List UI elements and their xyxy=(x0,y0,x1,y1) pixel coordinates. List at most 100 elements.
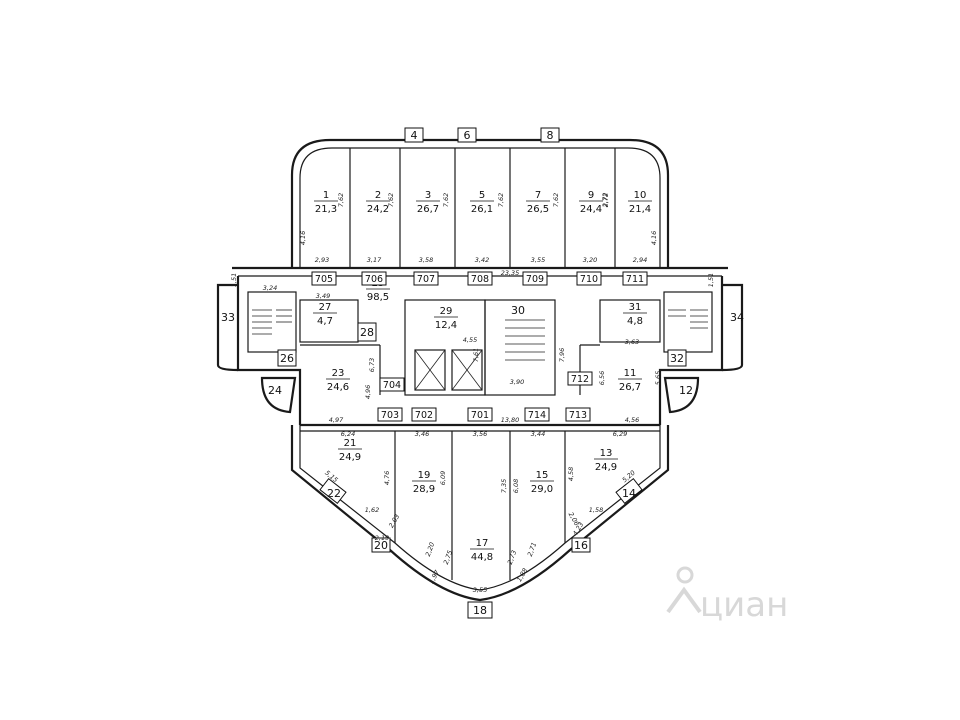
svg-text:3,20: 3,20 xyxy=(583,256,597,264)
svg-text:711: 711 xyxy=(626,274,644,285)
svg-text:3,55: 3,55 xyxy=(531,256,545,264)
svg-text:708: 708 xyxy=(471,274,489,285)
label-4: 4 xyxy=(411,129,418,142)
svg-text:704: 704 xyxy=(383,380,401,391)
svg-text:2,73: 2,73 xyxy=(506,549,518,565)
room-number: 7 xyxy=(535,190,541,201)
stairs xyxy=(252,309,708,361)
svg-text:701: 701 xyxy=(471,410,489,421)
svg-text:6,56: 6,56 xyxy=(598,371,606,385)
svg-text:4,97: 4,97 xyxy=(329,416,344,424)
room-area: 28,9 xyxy=(413,484,435,495)
svg-text:702: 702 xyxy=(415,410,433,421)
label-24: 24 xyxy=(268,384,282,397)
svg-text:4,76: 4,76 xyxy=(383,471,391,485)
door-714: 714 xyxy=(524,407,550,422)
door-709: 709 xyxy=(522,271,548,286)
svg-text:13,80: 13,80 xyxy=(501,416,520,424)
svg-text:7,96: 7,96 xyxy=(558,348,566,362)
svg-text:1,51: 1,51 xyxy=(707,273,715,287)
room-number: 31 xyxy=(629,302,642,313)
other-labels: 4 6 8 33 34 26 28 30 32 24 12 22 14 20 1… xyxy=(221,127,744,619)
watermark-text: циан xyxy=(700,585,788,625)
label-16: 16 xyxy=(574,539,588,552)
svg-text:4,55: 4,55 xyxy=(463,336,477,344)
label-34: 34 xyxy=(730,311,744,324)
svg-text:2,03: 2,03 xyxy=(387,513,401,530)
label-12: 12 xyxy=(679,384,693,397)
svg-text:4,96: 4,96 xyxy=(364,385,372,399)
svg-text:714: 714 xyxy=(528,410,546,421)
room-area: 26,5 xyxy=(527,204,549,215)
svg-text:3,42: 3,42 xyxy=(475,256,489,264)
svg-text:7,35: 7,35 xyxy=(500,479,508,493)
room-area: 4,7 xyxy=(317,316,333,327)
side-bays xyxy=(216,283,744,414)
room-number: 27 xyxy=(319,302,332,313)
svg-text:3,44: 3,44 xyxy=(531,430,545,438)
room-area: 44,8 xyxy=(471,552,493,563)
svg-text:4,16: 4,16 xyxy=(299,231,307,245)
room-area: 24,6 xyxy=(327,382,349,393)
svg-text:7,62: 7,62 xyxy=(337,193,345,207)
room-number: 19 xyxy=(418,470,431,481)
svg-text:706: 706 xyxy=(365,274,383,285)
room-area: 98,5 xyxy=(367,292,389,303)
room-number: 3 xyxy=(425,190,431,201)
svg-text:713: 713 xyxy=(569,410,587,421)
svg-text:703: 703 xyxy=(381,410,399,421)
label-18: 18 xyxy=(473,604,487,617)
door-712: 712 xyxy=(567,371,593,386)
door-701: 701 xyxy=(467,407,493,422)
svg-text:3,58: 3,58 xyxy=(419,256,433,264)
label-20: 20 xyxy=(374,539,388,552)
svg-text:5,65: 5,65 xyxy=(654,371,662,385)
label-33: 33 xyxy=(221,311,235,324)
room-number: 23 xyxy=(332,368,345,379)
door-708: 708 xyxy=(467,271,493,286)
room-area: 4,8 xyxy=(627,316,643,327)
room-number: 2 xyxy=(375,190,381,201)
svg-text:3,63: 3,63 xyxy=(625,338,639,346)
svg-text:1,51: 1,51 xyxy=(230,273,238,287)
room-area: 24,9 xyxy=(339,452,361,463)
svg-text:3,90: 3,90 xyxy=(510,378,524,386)
svg-text:1,88: 1,88 xyxy=(515,567,529,584)
room-number: 10 xyxy=(634,190,647,201)
svg-text:6,29: 6,29 xyxy=(613,430,627,438)
svg-text:6,73: 6,73 xyxy=(368,358,376,372)
room-number: 21 xyxy=(344,438,357,449)
svg-text:4,58: 4,58 xyxy=(567,467,575,481)
svg-text:1,62: 1,62 xyxy=(365,506,379,514)
svg-text:7,62: 7,62 xyxy=(387,193,395,207)
svg-text:4,16: 4,16 xyxy=(650,231,658,245)
svg-text:3,55: 3,55 xyxy=(473,586,487,594)
svg-text:709: 709 xyxy=(526,274,544,285)
room-number: 29 xyxy=(440,306,453,317)
room-area: 26,1 xyxy=(471,204,493,215)
label-32: 32 xyxy=(670,352,684,365)
room-area: 26,7 xyxy=(417,204,439,215)
door-710: 710 xyxy=(576,271,602,286)
svg-text:7,62: 7,62 xyxy=(497,193,505,207)
room-area: 26,7 xyxy=(619,382,641,393)
svg-text:3,56: 3,56 xyxy=(473,430,487,438)
svg-text:2,71: 2,71 xyxy=(526,541,538,557)
svg-text:7,62: 7,62 xyxy=(442,193,450,207)
svg-text:7,61: 7,61 xyxy=(472,348,480,362)
dimension-labels: 7,62 7,62 7,62 7,62 7,62 2,72 4,16 4,16 … xyxy=(230,193,715,594)
svg-text:712: 712 xyxy=(571,374,589,385)
svg-text:23,35: 23,35 xyxy=(501,269,520,277)
room-area: 24,2 xyxy=(367,204,389,215)
room-number: 11 xyxy=(624,368,637,379)
door-numbers: 705 706 707 708 709 710 711 704 712 703 … xyxy=(311,271,648,422)
room-area: 24,4 xyxy=(580,204,602,215)
partition-walls xyxy=(247,148,713,580)
svg-text:2,93: 2,93 xyxy=(315,256,329,264)
room-number: 13 xyxy=(600,448,613,459)
svg-text:3,46: 3,46 xyxy=(415,430,429,438)
room-area: 21,3 xyxy=(315,204,337,215)
svg-text:1,58: 1,58 xyxy=(589,506,603,514)
outer-walls xyxy=(232,138,728,602)
